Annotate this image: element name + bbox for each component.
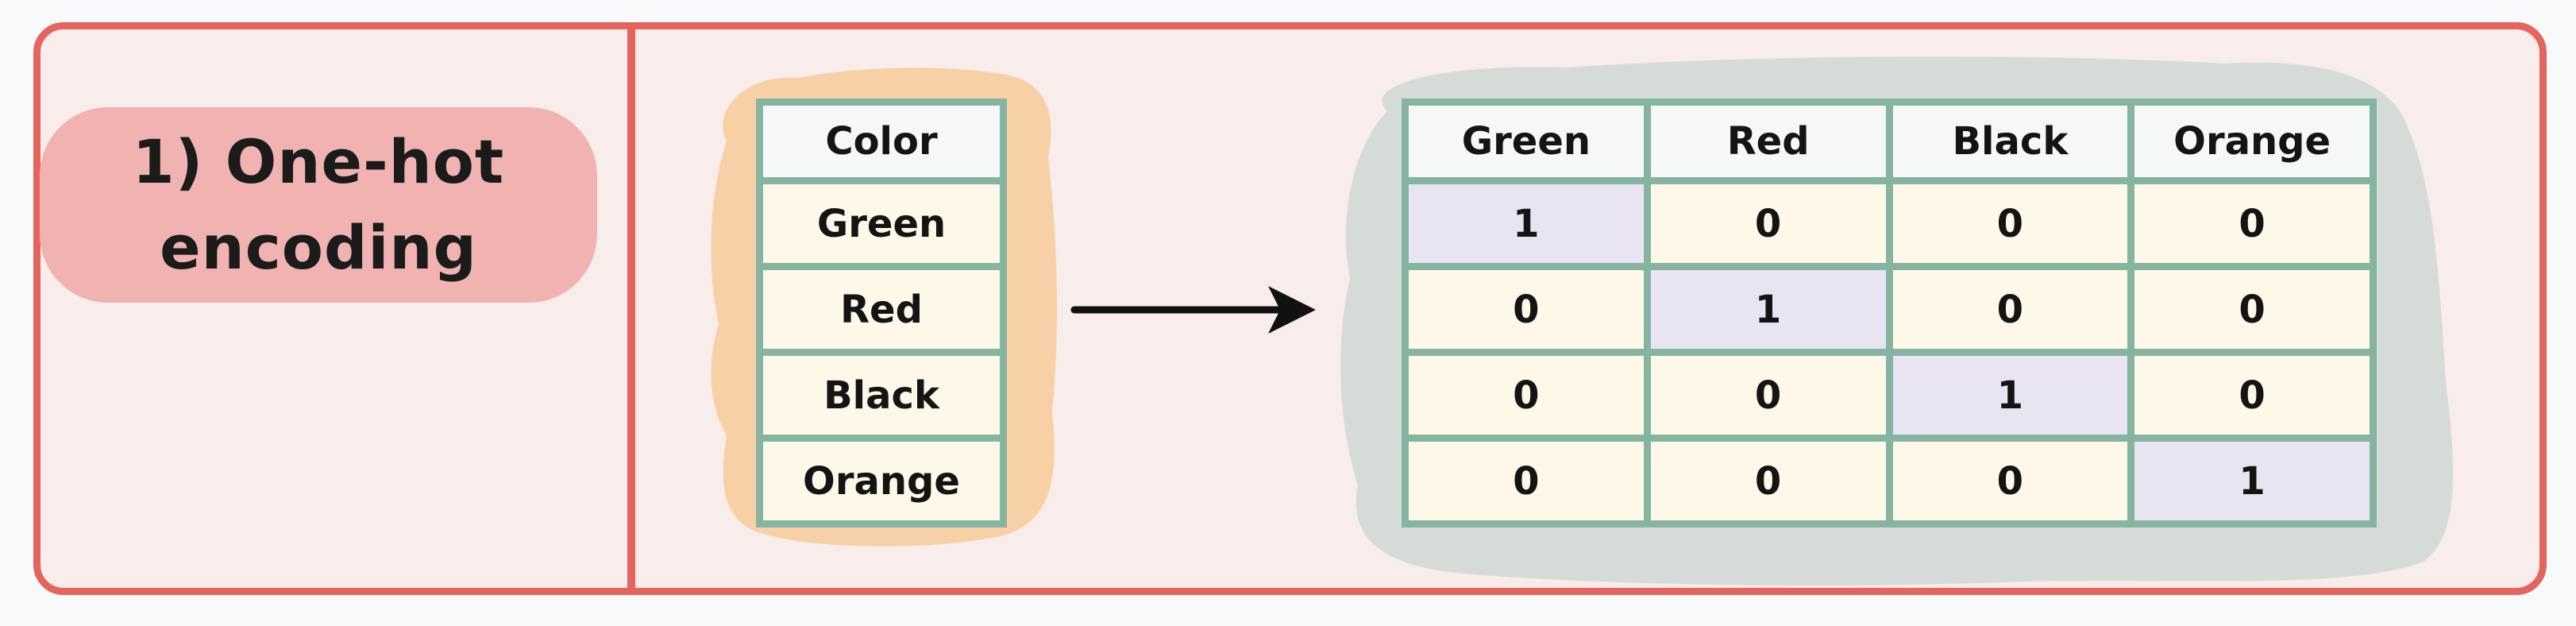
encoded-table-cell-hot: 1 xyxy=(1402,177,1651,270)
encoded-table-cell: 0 xyxy=(2127,263,2377,356)
encoded-table-cell: 0 xyxy=(1885,435,2135,527)
color-table-cell: Black xyxy=(756,349,1007,442)
color-table-cell: Orange xyxy=(756,435,1007,527)
encoded-table-header-cell: Green xyxy=(1402,99,1651,184)
encoded-table-cell: 0 xyxy=(1402,263,1651,356)
encoded-table-cell: 0 xyxy=(1643,177,1893,270)
color-table-header-cell: Color xyxy=(756,99,1007,184)
color-table-cell: Green xyxy=(756,177,1007,270)
encoded-table-cell: 0 xyxy=(1643,349,1893,442)
arrow-right-icon xyxy=(1070,286,1316,334)
panel-divider xyxy=(627,28,635,592)
encoded-table-cell: 0 xyxy=(1402,435,1651,527)
encoded-table-header-cell: Red xyxy=(1643,99,1893,184)
encoded-table-header-cell: Black xyxy=(1885,99,2135,184)
one-hot-encoded-table: Green Red Black Orange 1 0 0 0 0 1 0 0 0… xyxy=(1402,99,2377,527)
encoded-table-cell: 0 xyxy=(1885,177,2135,270)
step-title-line1: 1) One-hot xyxy=(132,126,505,198)
encoded-table-cell: 0 xyxy=(1643,435,1893,527)
step-title-badge: 1) One-hot encoding xyxy=(40,107,597,303)
color-table-cell: Red xyxy=(756,263,1007,356)
encoded-table-cell: 0 xyxy=(1885,263,2135,356)
encoded-table-cell: 0 xyxy=(2127,349,2377,442)
encoded-table-header-cell: Orange xyxy=(2127,99,2377,184)
step-title-line2: encoding xyxy=(160,212,477,283)
encoded-table-cell: 0 xyxy=(2127,177,2377,270)
encoded-table-cell: 0 xyxy=(1402,349,1651,442)
color-source-table: Color Green Red Black Orange xyxy=(756,99,1007,527)
encoded-table-cell-hot: 1 xyxy=(2127,435,2377,527)
encoded-table-cell-hot: 1 xyxy=(1643,263,1893,356)
encoded-table-cell-hot: 1 xyxy=(1885,349,2135,442)
